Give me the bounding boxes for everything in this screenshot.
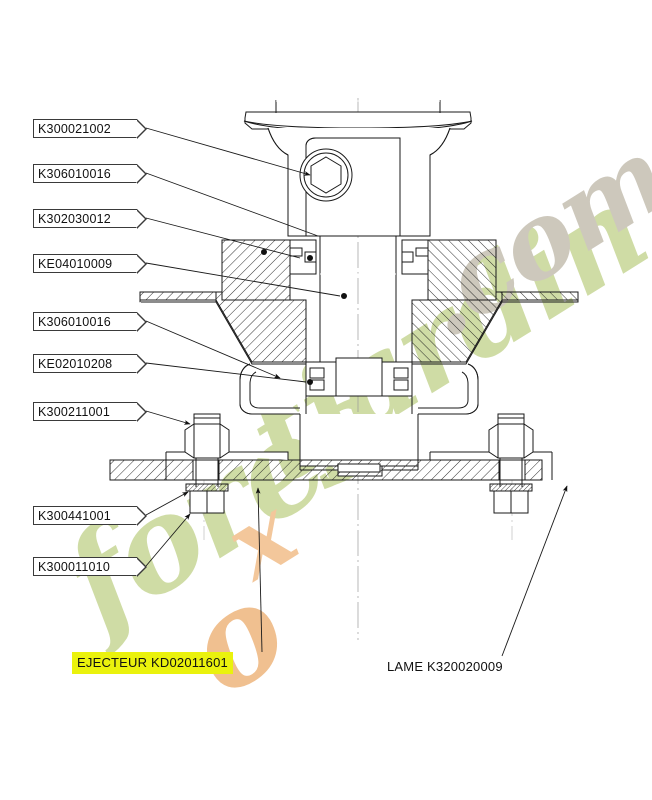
callout-ke04010009[interactable]: KE04010009 xyxy=(33,254,147,274)
leader-dots xyxy=(261,249,347,385)
hex-bolt-head-upper xyxy=(299,148,353,202)
label-lame[interactable]: LAME K320020009 xyxy=(387,659,503,674)
bolt-assembly-left xyxy=(184,413,230,514)
callout-k300441001[interactable]: K300441001 xyxy=(33,506,147,526)
callout-k302030012[interactable]: K302030012 xyxy=(33,209,147,229)
lower-seal-cup xyxy=(239,363,479,415)
callout-k300211001[interactable]: K300211001 xyxy=(33,402,147,422)
conical-housing xyxy=(139,291,579,365)
callout-k300011010[interactable]: K300011010 xyxy=(33,557,147,577)
bearing-upper xyxy=(289,239,429,275)
callout-k306010016-upper[interactable]: K306010016 xyxy=(33,164,147,184)
bolt-assembly-right xyxy=(488,413,534,514)
callout-k300021002[interactable]: K300021002 xyxy=(33,119,147,139)
callout-k306010016-lower[interactable]: K306010016 xyxy=(33,312,147,332)
label-ejecteur-highlighted[interactable]: EJECTEUR KD02011601 xyxy=(72,652,233,674)
callout-ke02010208[interactable]: KE02010208 xyxy=(33,354,147,374)
pulley-disc xyxy=(243,100,473,132)
